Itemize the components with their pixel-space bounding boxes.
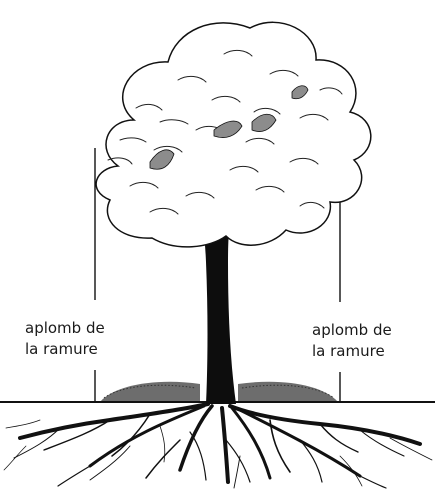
drip-line-label-left-line2: la ramure [25,339,105,360]
drip-line-label-right-line1: aplomb de [312,320,392,341]
grass-mound-left [100,382,200,402]
drip-line-label-left-line1: aplomb de [25,318,105,339]
drip-line-label-right: aplomb de la ramure [312,320,392,362]
grass-mound-right [238,382,338,402]
root-system [4,404,432,488]
drip-line-label-right-line2: la ramure [312,341,392,362]
drip-line-label-left: aplomb de la ramure [25,318,105,360]
